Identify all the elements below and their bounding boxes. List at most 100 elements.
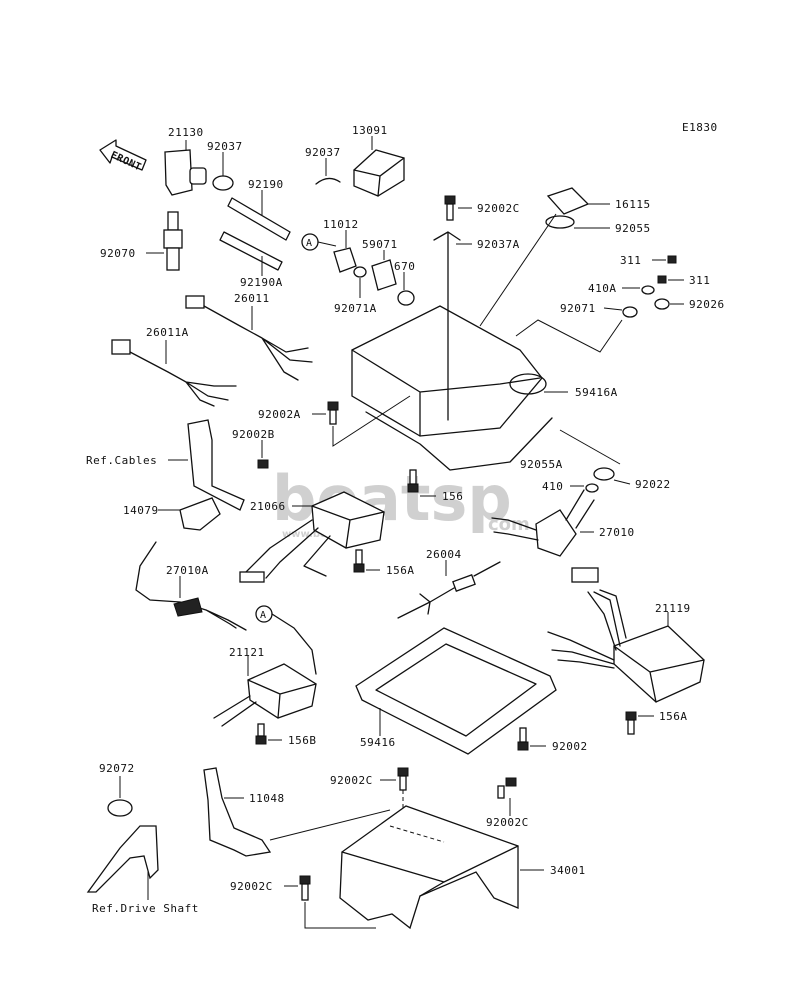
part-59071-gland bbox=[371, 250, 397, 291]
label-21130: 21130 bbox=[168, 126, 204, 139]
label-13091: 13091 bbox=[352, 124, 388, 137]
label-156a-right: 156A bbox=[659, 710, 688, 723]
label-92026: 92026 bbox=[689, 298, 725, 311]
ref-cables-note: Ref.Cables bbox=[86, 454, 157, 467]
part-59416a-box-cover bbox=[351, 305, 568, 437]
part-27010a-lead bbox=[135, 541, 247, 631]
part-11048-bracket bbox=[203, 767, 391, 857]
part-11012-grommet bbox=[333, 230, 357, 273]
part-26004-fuse bbox=[397, 560, 501, 619]
label-92002c-top: 92002C bbox=[477, 202, 520, 215]
label-26011a: 26011A bbox=[146, 326, 189, 339]
label-156a-left: 156A bbox=[386, 564, 415, 577]
ref-drive-shaft-bracket bbox=[86, 825, 159, 900]
part-26011a-lead bbox=[111, 339, 237, 407]
label-92022: 92022 bbox=[635, 478, 671, 491]
part-92190-tube bbox=[227, 190, 291, 241]
part-311-nut-b bbox=[657, 275, 684, 284]
label-59416: 59416 bbox=[360, 736, 396, 749]
label-92037a: 92037A bbox=[477, 238, 520, 251]
label-26011: 26011 bbox=[234, 292, 270, 305]
label-59416a: 59416A bbox=[575, 386, 618, 399]
part-410-washer bbox=[570, 483, 599, 493]
ref-drive-shaft-note: Ref.Drive Shaft bbox=[92, 902, 199, 915]
watermark: boatsp com www.boatsp.com bbox=[272, 462, 530, 540]
part-59416-gasket bbox=[355, 627, 557, 755]
part-156b-bolt bbox=[255, 723, 282, 745]
label-92037-a: 92037 bbox=[207, 140, 243, 153]
part-34001-base-bracket bbox=[339, 805, 544, 930]
part-92071a-oring bbox=[353, 266, 367, 298]
part-92071-oring bbox=[515, 306, 638, 353]
part-92002c-bolt-right bbox=[497, 777, 517, 816]
part-92072-clamp bbox=[107, 776, 133, 817]
svg-text:A: A bbox=[306, 238, 313, 249]
part-92022-oring bbox=[559, 429, 631, 485]
label-92071a: 92071A bbox=[334, 302, 377, 315]
part-92055-oring bbox=[545, 215, 610, 229]
part-92002c-bolt-mid bbox=[380, 767, 409, 830]
label-21066: 21066 bbox=[250, 500, 286, 513]
label-92072: 92072 bbox=[99, 762, 135, 775]
part-27010-switch bbox=[491, 489, 595, 557]
label-92190a: 92190A bbox=[240, 276, 283, 289]
label-92037-b: 92037 bbox=[305, 146, 341, 159]
label-156b: 156B bbox=[288, 734, 317, 747]
label-11012: 11012 bbox=[323, 218, 359, 231]
label-92070: 92070 bbox=[100, 247, 136, 260]
connector-a-marker-top: A bbox=[301, 233, 337, 251]
part-92002c-bolt-bottom bbox=[284, 875, 376, 929]
label-11048: 11048 bbox=[249, 792, 285, 805]
connector-a-marker-bottom: A bbox=[255, 605, 317, 675]
label-311-b: 311 bbox=[689, 274, 710, 287]
label-92055: 92055 bbox=[615, 222, 651, 235]
label-156: 156 bbox=[442, 490, 463, 503]
label-27010: 27010 bbox=[599, 526, 635, 539]
watermark-text: boatsp bbox=[272, 462, 512, 535]
part-311-nut-a bbox=[652, 255, 677, 264]
label-92055a: 92055A bbox=[520, 458, 563, 471]
part-92002-bolt bbox=[517, 727, 546, 751]
label-92002c-mid: 92002C bbox=[330, 774, 373, 787]
part-156-bolt bbox=[407, 469, 436, 497]
part-156a-bolt-right bbox=[625, 711, 654, 735]
part-670-oring bbox=[397, 272, 415, 306]
part-92190a-tube bbox=[219, 231, 283, 276]
part-21066-regulator bbox=[239, 491, 385, 583]
part-92037-clip bbox=[315, 158, 341, 185]
label-26004: 26004 bbox=[426, 548, 462, 561]
part-410a-washer bbox=[622, 285, 655, 295]
part-92026-collar bbox=[654, 298, 684, 310]
label-311-a: 311 bbox=[620, 254, 641, 267]
part-21130-spark-plug-cap bbox=[164, 140, 207, 196]
diagram-code: E1830 bbox=[682, 121, 718, 134]
part-92037a-clamp bbox=[433, 231, 472, 421]
label-92002a: 92002A bbox=[258, 408, 301, 421]
label-92071: 92071 bbox=[560, 302, 596, 315]
label-92002: 92002 bbox=[552, 740, 588, 753]
label-92002b: 92002B bbox=[232, 428, 275, 441]
label-92002c-bottom: 92002C bbox=[230, 880, 273, 893]
part-13091-holder bbox=[353, 136, 405, 197]
part-92002c-bolt-top bbox=[444, 195, 472, 221]
front-arrow: FRONT bbox=[99, 139, 147, 174]
part-92002a-bolt bbox=[312, 395, 411, 447]
front-label: FRONT bbox=[109, 150, 143, 174]
label-670: 670 bbox=[394, 260, 415, 273]
svg-text:A: A bbox=[260, 610, 267, 621]
part-92055a-gasket bbox=[365, 411, 553, 471]
label-34001: 34001 bbox=[550, 864, 586, 877]
label-92190: 92190 bbox=[248, 178, 284, 191]
part-92037-clamp bbox=[212, 152, 234, 191]
part-156a-bolt-left bbox=[353, 549, 380, 573]
label-16115: 16115 bbox=[615, 198, 651, 211]
label-21119: 21119 bbox=[655, 602, 691, 615]
part-21121-ignition-coil bbox=[213, 656, 317, 727]
label-21121: 21121 bbox=[229, 646, 265, 659]
part-21119-ignitor bbox=[547, 567, 705, 703]
part-92070-spark-plug bbox=[146, 211, 183, 271]
part-26011-lead bbox=[185, 295, 313, 381]
part-14079-fitting bbox=[158, 497, 221, 531]
